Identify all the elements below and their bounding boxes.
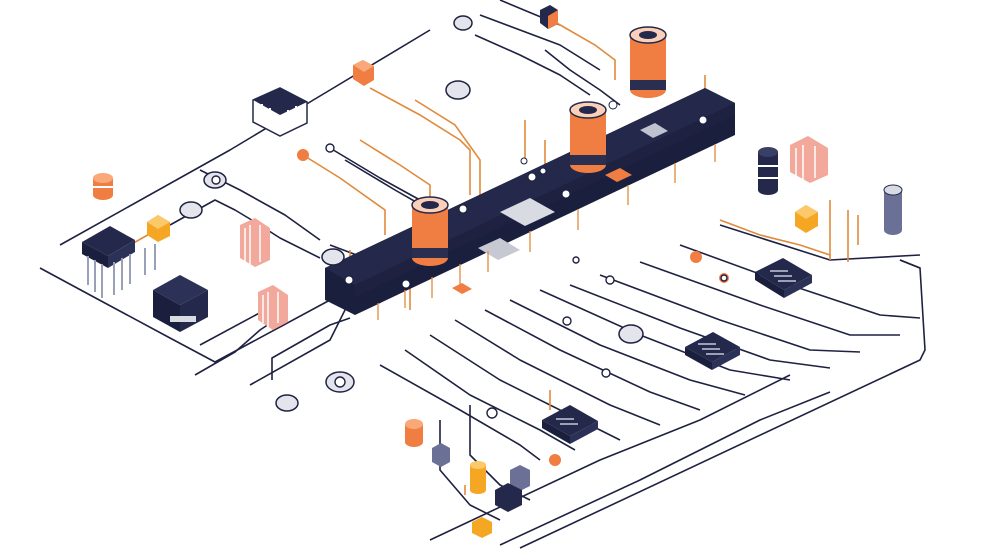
- board-pad: [500, 198, 555, 226]
- microchip-icon: [82, 226, 156, 298]
- resistor-icon: [258, 285, 288, 330]
- orange-traces: [129, 21, 859, 495]
- board-pad: [478, 238, 520, 260]
- capacitor-icon: [411, 196, 449, 266]
- capacitor-icon: [569, 101, 607, 173]
- microchip-icon: [252, 87, 308, 137]
- connector-icon: [472, 517, 492, 538]
- connector-icon: [495, 483, 522, 512]
- connector-icon: [432, 443, 450, 467]
- resistor-icon: [790, 136, 828, 183]
- connector-icon: [540, 5, 558, 29]
- connector-icon: [147, 215, 170, 242]
- board-pad: [605, 168, 632, 182]
- microchip-icon: [153, 275, 208, 332]
- resistor-icon: [240, 218, 270, 267]
- capacitor-icon: [405, 419, 423, 447]
- capacitor-icon: [93, 173, 113, 200]
- capacitor-icon: [758, 147, 778, 195]
- board-pad: [452, 283, 472, 294]
- main-board: [325, 88, 735, 320]
- connector-icon: [353, 60, 374, 86]
- microchip-icon: [755, 258, 812, 298]
- capacitor-icon: [470, 461, 486, 494]
- capacitor-icon: [629, 26, 667, 98]
- connector-icon: [510, 465, 530, 491]
- board-pad: [640, 123, 668, 138]
- microchip-icon: [542, 405, 598, 444]
- connector-icon: [795, 205, 818, 233]
- capacitor-icon: [883, 184, 903, 235]
- pad-icon: [179, 15, 644, 412]
- microchip-icon: [685, 332, 740, 370]
- board-edge: [519, 259, 926, 549]
